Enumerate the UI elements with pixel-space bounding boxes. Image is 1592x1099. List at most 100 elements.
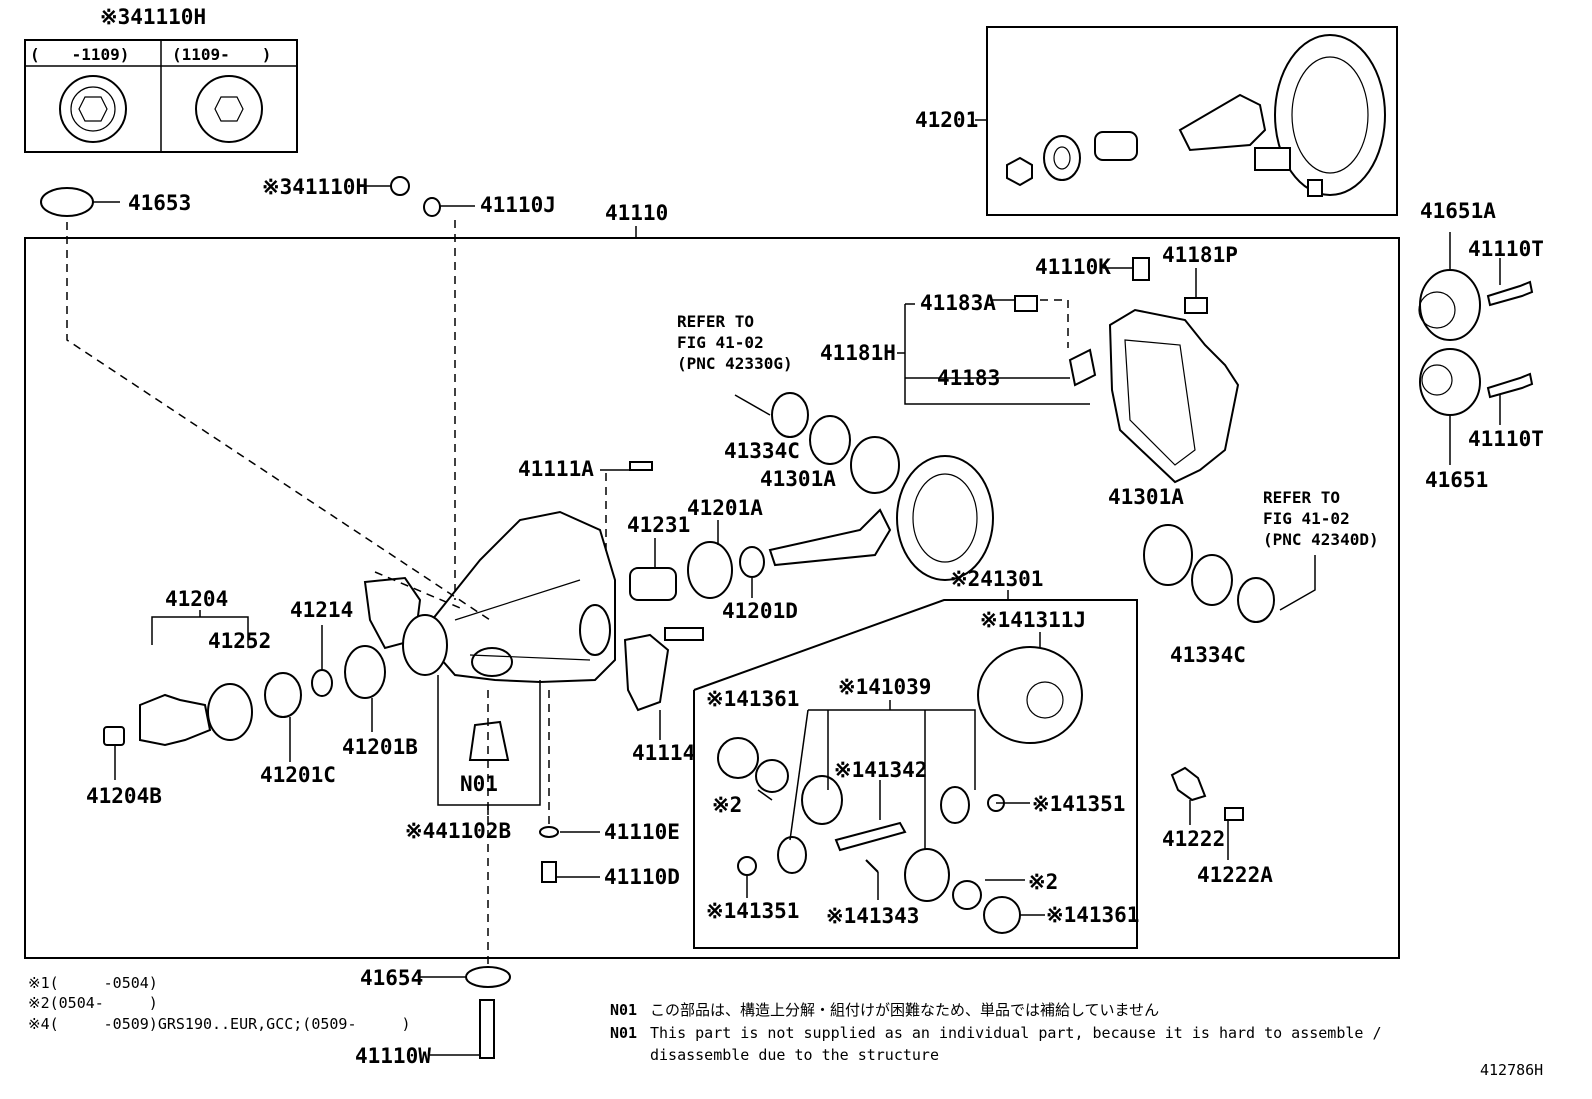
rear-cover-41181h-drawing xyxy=(1068,308,1240,484)
bearing-41201c-drawing xyxy=(264,672,302,718)
label-41334c-b: 41334C xyxy=(1170,643,1246,667)
label-41222a: 41222A xyxy=(1197,863,1273,887)
label-41110: 41110 xyxy=(605,201,668,225)
spacer-drawing xyxy=(1094,131,1138,161)
label-41651: 41651 xyxy=(1425,468,1488,492)
label-41301: ※241301 xyxy=(950,567,1043,591)
label-41110t-b: 41110T xyxy=(1468,427,1544,451)
diff-case-drawing xyxy=(977,646,1083,744)
label-41301a-a: 41301A xyxy=(760,467,836,491)
mount-41102b-drawing xyxy=(468,720,510,761)
label-41201b: 41201B xyxy=(342,735,418,759)
washer-41361-a-drawing xyxy=(717,737,759,779)
shaft-41342-drawing xyxy=(834,821,907,852)
label-41252: 41252 xyxy=(208,629,271,653)
label-41183: 41183 xyxy=(937,366,1000,390)
label-41110t-a: 41110T xyxy=(1468,237,1544,261)
plug-41181p-drawing xyxy=(1184,297,1208,314)
refer1-line1: REFER TO xyxy=(677,312,754,331)
refer1-line2: FIG 41-02 xyxy=(677,333,764,352)
label-41110h: ※341110H xyxy=(262,175,368,199)
note-n01-en-text: This part is not supplied as an individu… xyxy=(650,1024,1382,1042)
shim-41201d-drawing xyxy=(739,546,765,578)
bearing-41301a-a-drawing xyxy=(850,436,900,494)
label-41201c: 41201C xyxy=(260,763,336,787)
cover-41651a-drawing xyxy=(1419,269,1481,341)
label-41201d: 41201D xyxy=(722,599,798,623)
flange-41204-drawing xyxy=(139,693,212,747)
footnote-2: ※2(0504- ) xyxy=(28,994,158,1012)
refer2-line2: FIG 41-02 xyxy=(1263,509,1350,528)
bearing-41201b-drawing xyxy=(344,645,386,699)
bolt-41110t-a-drawing xyxy=(1486,280,1534,307)
footnote-1: ※1( -0504) xyxy=(28,974,158,992)
label-41183a: 41183A xyxy=(920,291,996,315)
label-41039: ※141039 xyxy=(838,675,931,699)
refer2-line1: REFER TO xyxy=(1263,488,1340,507)
bolt-41110w-drawing xyxy=(479,999,495,1059)
label-41222: 41222 xyxy=(1162,827,1225,851)
plug-41110h-drawing xyxy=(390,176,410,196)
cap-41653-drawing xyxy=(40,187,94,217)
gasket-41110e-drawing xyxy=(539,826,559,838)
inset-col2: (1109- ) xyxy=(172,45,271,64)
seal-41252-drawing xyxy=(207,683,253,741)
refer2-line3: (PNC 42340D) xyxy=(1263,530,1379,549)
label-41351-a: ※141351 xyxy=(1032,792,1125,816)
label-41110k: 41110K xyxy=(1035,255,1111,279)
bolt-41110t-b-drawing xyxy=(1486,372,1534,399)
label-41110w: 41110W xyxy=(355,1044,431,1068)
seal-41334c-a-drawing xyxy=(771,392,809,438)
diff-case-box-41301 xyxy=(693,590,1138,949)
label-41351-b: ※141351 xyxy=(706,899,799,923)
plug-41110d-drawing xyxy=(541,861,557,883)
inset-41110h xyxy=(24,39,298,153)
label-41204b: 41204B xyxy=(86,784,162,808)
label-41201a: 41201A xyxy=(687,496,763,520)
label-41204: 41204 xyxy=(165,587,228,611)
label-41110j: 41110J xyxy=(480,193,556,217)
bolt-41183a-drawing xyxy=(1014,295,1038,312)
main-frame xyxy=(24,237,1400,959)
seal-41334c-b-drawing xyxy=(1237,577,1275,623)
inset-title: ※341110H xyxy=(100,5,206,29)
bolt-41222a-drawing xyxy=(1224,807,1244,821)
bearing-41301a-b-drawing xyxy=(1143,524,1193,586)
sensor-41222-drawing xyxy=(1170,766,1207,802)
label-41361-b: ※141361 xyxy=(1046,903,1139,927)
pin-41111a-drawing xyxy=(629,461,653,471)
carrier-41110-drawing xyxy=(363,510,616,684)
washer-41110j-drawing xyxy=(423,197,441,217)
note-n01-jp-text: この部品は、構造上分解・組付けが困難なため、単品では補給していません xyxy=(650,1001,1159,1019)
label-41181h: 41181H xyxy=(820,341,896,365)
ring-gear-drawing-2 xyxy=(896,455,994,581)
label-41110e: 41110E xyxy=(604,820,680,844)
label-41653: 41653 xyxy=(128,191,191,215)
nut-41204b-drawing xyxy=(103,726,125,746)
bearing-41201a-drawing xyxy=(687,541,733,599)
spacer-41214-drawing xyxy=(311,669,333,697)
label-41651a: 41651A xyxy=(1420,199,1496,223)
plug-new-drawing xyxy=(195,75,263,143)
label-2-a: ※2 xyxy=(712,793,742,817)
label-41311j: ※141311J xyxy=(980,608,1086,632)
label-41301a-b: 41301A xyxy=(1108,485,1184,509)
label-41214: 41214 xyxy=(290,598,353,622)
pinion-drawing-2 xyxy=(768,508,892,567)
label-41343: ※141343 xyxy=(826,904,919,928)
footnote-4: ※4( -0509)GRS190..EUR,GCC;(0509- ) xyxy=(28,1015,411,1033)
nut-drawing xyxy=(1006,156,1033,187)
label-2-b: ※2 xyxy=(1028,870,1058,894)
label-41654: 41654 xyxy=(360,966,423,990)
label-41334c-a: 41334C xyxy=(724,439,800,463)
spacer-41231-drawing xyxy=(629,567,677,601)
label-41110d: 41110D xyxy=(604,865,680,889)
note-n01-en-tag: N01 xyxy=(610,1024,637,1042)
figure-id: 412786H xyxy=(1480,1061,1543,1079)
label-41361-a: ※141361 xyxy=(706,687,799,711)
washer-41361-b-drawing xyxy=(983,896,1021,934)
inset-col1: ( -1109) xyxy=(30,45,129,64)
label-41114: 41114 xyxy=(632,741,695,765)
plug-old-drawing xyxy=(59,75,127,143)
